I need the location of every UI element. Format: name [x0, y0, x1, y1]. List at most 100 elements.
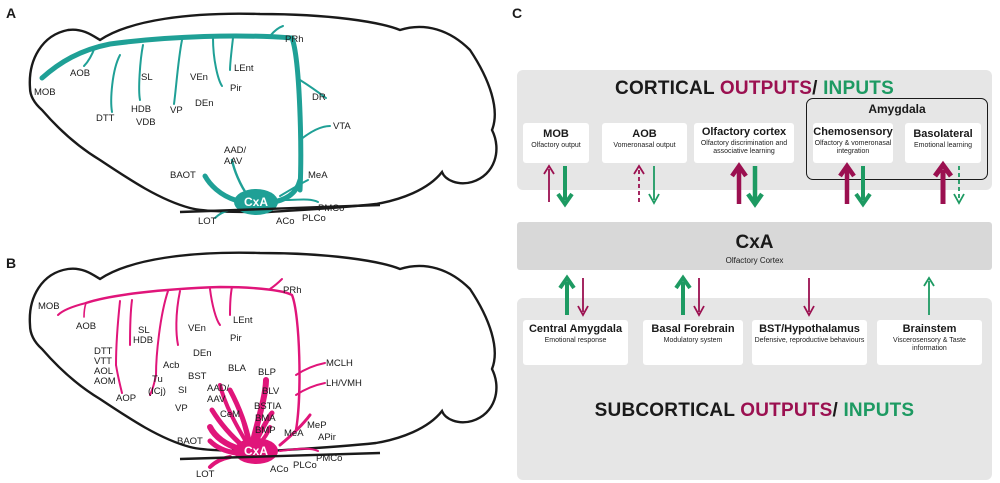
branch-baot [202, 173, 238, 203]
label-vp: VP [170, 105, 183, 116]
box-title: Central Amygdala [528, 323, 623, 335]
label-plco: PLCo [293, 460, 317, 471]
cxa-label: CxA [244, 195, 268, 209]
subcortical-title: SUBCORTICAL OUTPUTS/ INPUTS [517, 400, 992, 422]
label-aom: AOM [94, 376, 116, 387]
cxa-olfactory-cortex-box: CxA Olfactory Cortex [517, 222, 992, 270]
branch-pir [209, 288, 221, 326]
base-line [179, 451, 381, 461]
branch-aob [83, 302, 87, 318]
label-aco: ACo [276, 216, 294, 227]
label-lot: LOT [196, 469, 215, 480]
base-line [179, 203, 381, 214]
label-pmco: PMCo [316, 453, 342, 464]
arrows-mob [543, 164, 574, 208]
label-sl: SL [141, 72, 153, 83]
branch-dtt [115, 300, 121, 366]
branch-aob [83, 46, 96, 67]
cortical-title-part-a: CORTICAL [615, 78, 720, 99]
arrows-chemosensory [838, 162, 872, 208]
cortical-box-chemosensory: Chemosensory Olfactory & vomeronasal int… [813, 123, 893, 163]
arrows-bst-hypothalamus [803, 278, 815, 317]
arrows-central-amygdala [558, 274, 589, 317]
label-pir: Pir [230, 83, 242, 94]
label-prh: PRh [283, 285, 301, 296]
connection-arrows [543, 160, 965, 317]
cortical-title-part-c: / [812, 78, 824, 99]
box-subtitle: Modulatory system [663, 337, 723, 344]
box-subtitle: Defensive, reproductive behaviours [754, 337, 865, 344]
cxa-subtitle: Olfactory Cortex [725, 256, 784, 265]
branch-pmco [279, 447, 319, 452]
label-mea: MeA [284, 428, 304, 439]
arrows-aob [633, 164, 660, 205]
arrows-basal-forebrain [674, 274, 705, 317]
branch-pir [212, 37, 223, 87]
branch-lhvmh [295, 382, 326, 396]
branch-pmco [284, 198, 319, 203]
label-mep: MeP [307, 420, 327, 431]
box-title: BST/Hypothalamus [759, 323, 860, 335]
panel-b-diagram: CxA MOB AOB DTT VTT AOL AOM AOP HDB SL A… [28, 251, 498, 480]
fan-baot [207, 438, 239, 456]
box-title: Brainstem [902, 323, 957, 335]
label-pmco: PMCo [318, 203, 344, 214]
box-title: Chemosensory [813, 126, 893, 138]
label-dtt: DTT [96, 113, 115, 124]
label-lhvmh: LH/VMH [326, 378, 362, 389]
cortical-box-aob: AOB Vomeronasal output [602, 123, 687, 163]
branch-tu [149, 374, 157, 396]
branch-aop [115, 364, 123, 394]
cortical-title-outputs: OUTPUTS [719, 78, 813, 99]
box-subtitle: Olfactory & vomeronasal integration [814, 140, 892, 155]
box-subtitle: Emotional learning [914, 142, 972, 149]
label-hdb: HDB [131, 104, 151, 115]
label-vp: VP [175, 403, 188, 414]
tract-dorsal [84, 285, 301, 432]
cxa-label: CxA [244, 444, 268, 458]
subcortical-box-bst-hypothalamus: BST/Hypothalamus Defensive, reproductive… [752, 320, 867, 365]
label-aad: AAD/ [207, 383, 230, 394]
label-aav: AAV [224, 156, 243, 167]
fan-blp [249, 377, 269, 448]
label-ven: VEn [188, 323, 206, 334]
label-aad: AAD/ [224, 145, 247, 156]
label-bmp: BMP [255, 425, 276, 436]
subcortical-title-outputs: OUTPUTS [740, 400, 833, 421]
label-bst: BST [188, 371, 207, 382]
cortical-box-mob: MOB Olfactory output [523, 123, 589, 163]
label-lent: LEnt [233, 315, 253, 326]
label-mob: MOB [38, 301, 60, 312]
fan-bst [218, 383, 250, 447]
label-lent: LEnt [234, 63, 254, 74]
branch-dtt [110, 54, 121, 113]
label-baot: BAOT [177, 436, 203, 447]
brain-outline [28, 251, 498, 453]
label-aop: AOP [116, 393, 136, 404]
label-hdb: HDB [133, 335, 153, 346]
branch-acb [155, 290, 169, 376]
box-subtitle: Vomeronasal output [613, 142, 676, 149]
label-baot: BAOT [170, 170, 196, 181]
label-lot: LOT [198, 216, 217, 227]
label-bla: BLA [228, 363, 247, 374]
label-aol: AOL [94, 366, 113, 377]
branch-vp [173, 39, 183, 105]
cortical-box-basolateral: Basolateral Emotional learning [905, 123, 981, 163]
panel-letter-c: C [512, 5, 523, 21]
label-blv: BLV [262, 386, 280, 397]
label-mob: MOB [34, 87, 56, 98]
label-dr: DR [312, 92, 326, 103]
branch-hdb [129, 299, 133, 346]
branch-prh [269, 278, 283, 290]
label-bstia: BSTIA [254, 401, 282, 412]
box-title: Basal Forebrain [651, 323, 735, 335]
box-subtitle: Olfactory discrimination and associative… [700, 140, 788, 155]
branch-den [175, 290, 181, 346]
tract-magenta-left [57, 302, 87, 316]
cortical-box-olfactory-cortex: Olfactory cortex Olfactory discriminatio… [694, 123, 794, 163]
branch-sl [138, 44, 144, 101]
subcortical-box-central-amygdala: Central Amygdala Emotional response [523, 320, 628, 365]
arrows-brainstem [923, 276, 935, 315]
label-vtt: VTT [94, 356, 112, 367]
